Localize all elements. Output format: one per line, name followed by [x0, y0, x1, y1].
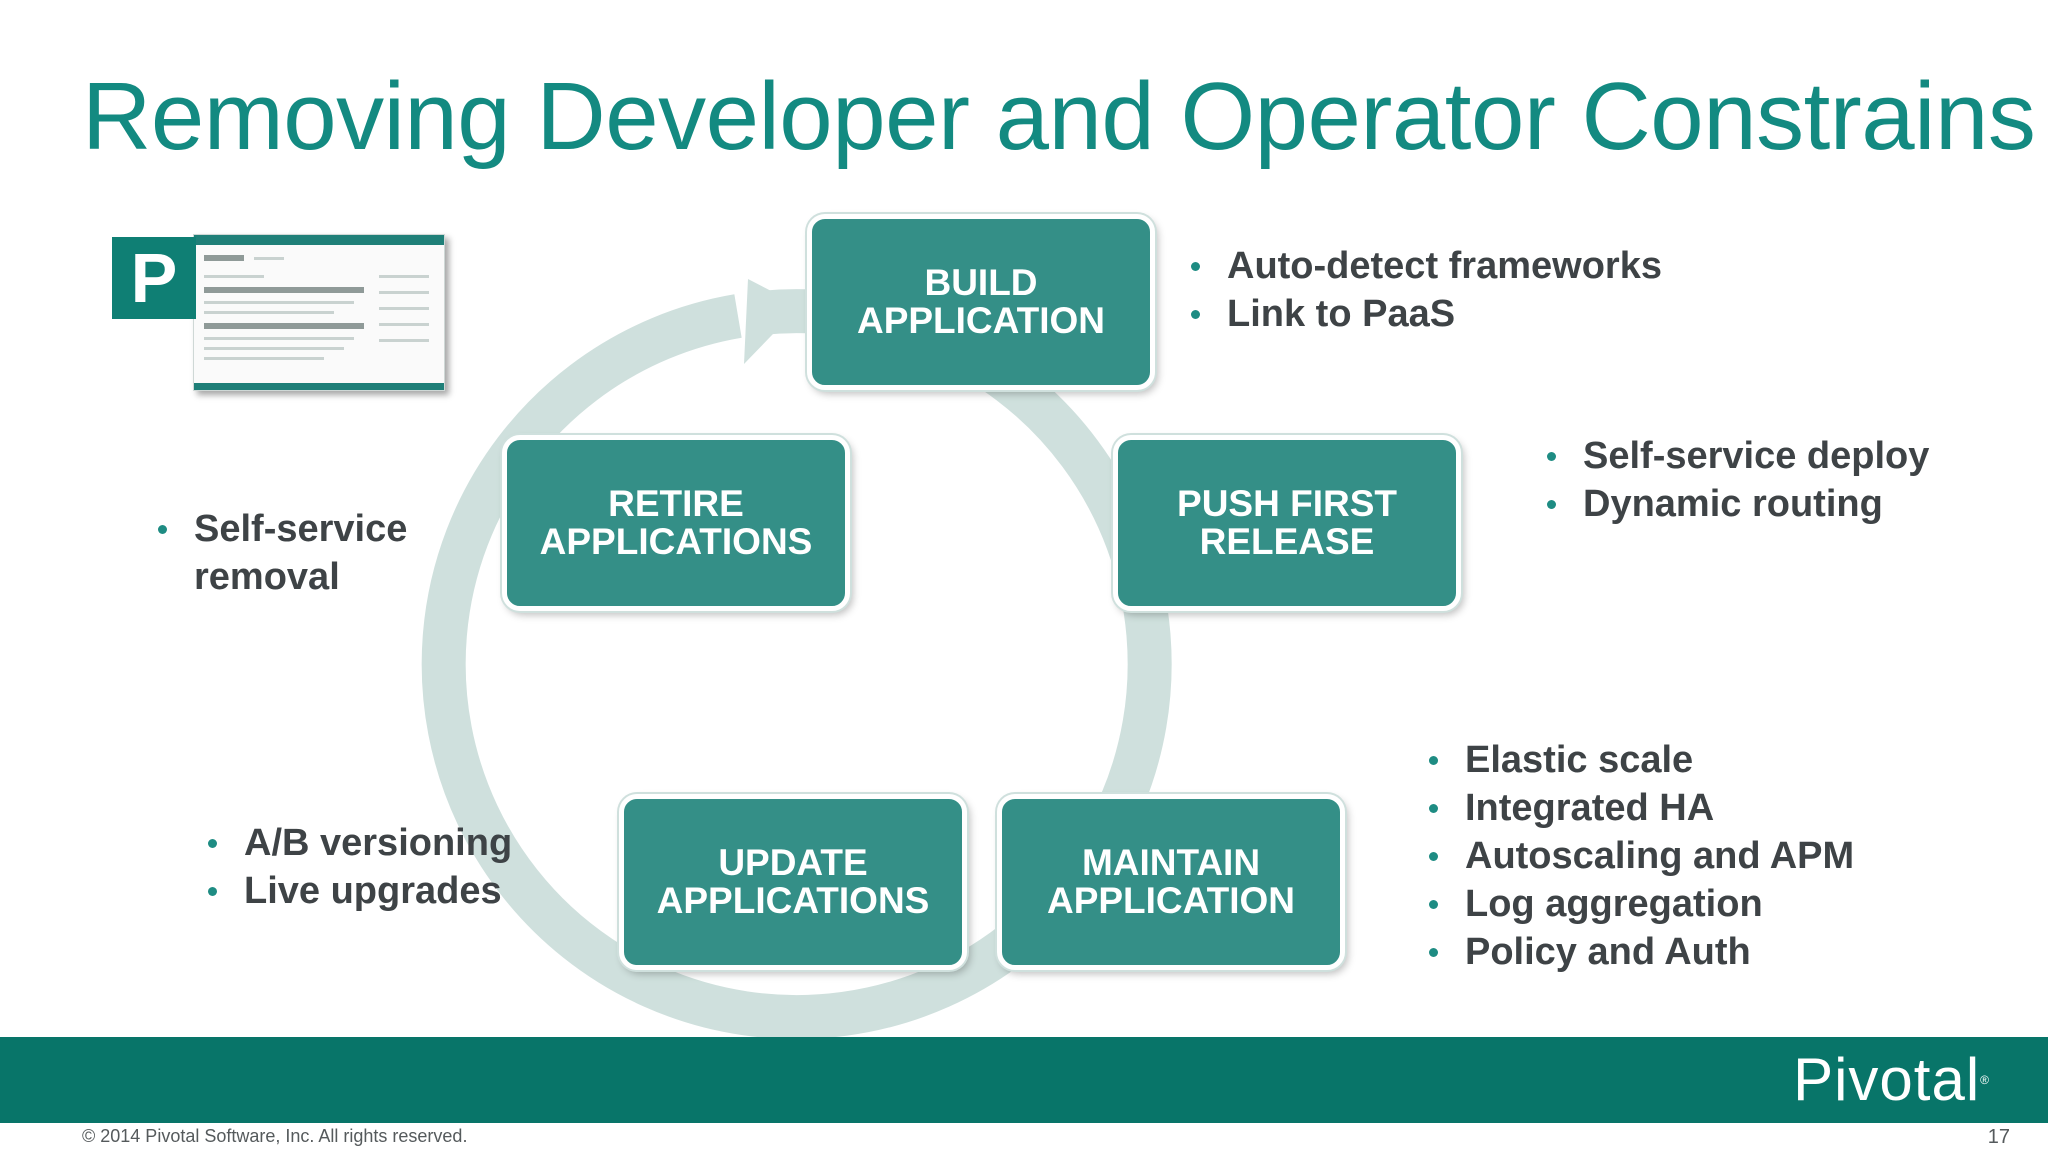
list-item: Auto-detect frameworks — [1187, 242, 1662, 290]
arrow-head-icon — [744, 279, 800, 364]
list-item: Dynamic routing — [1543, 480, 1929, 528]
build-bullets: Auto-detect frameworks Link to PaaS — [1187, 242, 1662, 338]
node-maintain-line2: APPLICATION — [1046, 880, 1296, 921]
update-bullets: A/B versioning Live upgrades — [204, 819, 512, 915]
node-retire-line2: APPLICATIONS — [539, 521, 813, 562]
page-number: 17 — [1987, 1126, 2010, 1148]
list-item: Link to PaaS — [1187, 290, 1662, 338]
node-push-first-release: PUSH FIRST RELEASE — [1113, 435, 1461, 611]
node-build-line2: APPLICATION — [856, 300, 1106, 341]
list-item: Self-service deploy — [1543, 432, 1929, 480]
list-item: A/B versioning — [204, 819, 512, 867]
footer-copyright: © 2014 Pivotal Software, Inc. All rights… — [82, 1126, 468, 1146]
node-update-line1: UPDATE — [718, 842, 868, 883]
node-retire-applications: RETIRE APPLICATIONS — [502, 435, 850, 611]
list-item: Elastic scale — [1425, 736, 1854, 784]
maintain-bullets: Elastic scale Integrated HA Autoscaling … — [1425, 736, 1854, 976]
dashboard-thumbnail — [193, 234, 445, 391]
list-item: Log aggregation — [1425, 880, 1854, 928]
pivotal-p-logo: P — [112, 237, 196, 319]
list-item: Autoscaling and APM — [1425, 832, 1854, 880]
page-title: Removing Developer and Operator Constrai… — [82, 63, 2036, 170]
list-item: Policy and Auth — [1425, 928, 1854, 976]
push-bullets: Self-service deploy Dynamic routing — [1543, 432, 1929, 528]
node-maintain-line1: MAINTAIN — [1081, 842, 1261, 883]
node-build-line1: BUILD — [924, 262, 1038, 303]
node-retire-line1: RETIRE — [608, 483, 744, 524]
list-item: Live upgrades — [204, 867, 512, 915]
node-update-line2: APPLICATIONS — [656, 880, 930, 921]
list-item: Integrated HA — [1425, 784, 1854, 832]
node-maintain-application: MAINTAIN APPLICATION — [997, 794, 1345, 970]
node-update-applications: UPDATE APPLICATIONS — [619, 794, 967, 970]
pivotal-logo: Pivotal® — [1793, 1046, 1990, 1113]
node-push-line1: PUSH FIRST — [1177, 483, 1397, 524]
node-push-line2: RELEASE — [1199, 521, 1375, 562]
node-build-application: BUILD APPLICATION — [807, 214, 1155, 390]
footer-band: Pivotal® — [0, 1037, 2048, 1123]
